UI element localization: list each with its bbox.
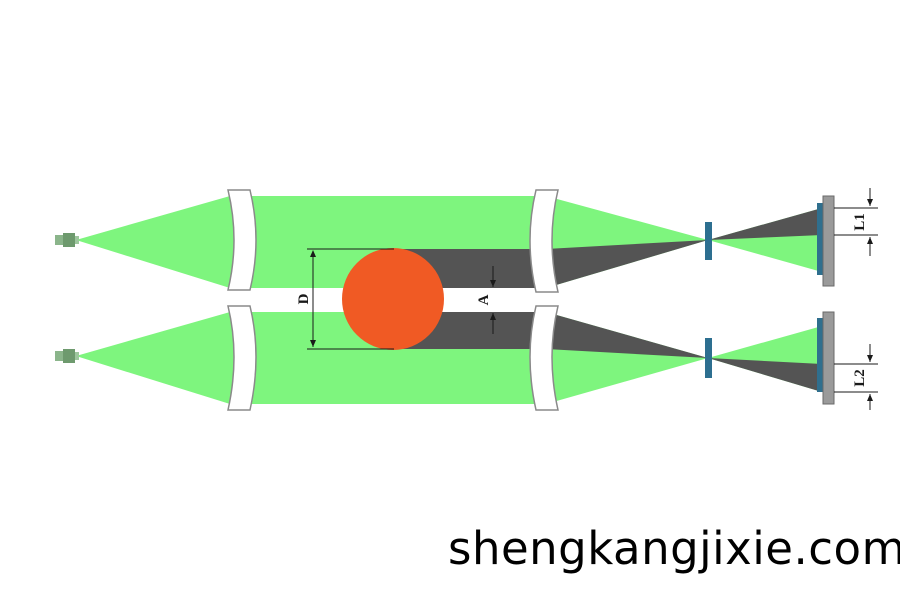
filter-icon	[705, 222, 712, 260]
top-diverging-beam	[76, 196, 230, 288]
dimension-label-l1: L1	[852, 213, 868, 231]
bottom-shadow-converging	[546, 312, 708, 358]
dimension-l1: L1	[834, 188, 878, 256]
top-shadow-post-filter	[708, 208, 822, 240]
watermark-text: shengkangjixie.com	[448, 522, 900, 575]
dimension-label-a: A	[476, 294, 492, 305]
filter-icon	[705, 338, 712, 378]
bottom-channel	[55, 305, 835, 411]
dimension-a: A	[476, 266, 496, 334]
lens-icon	[227, 305, 257, 411]
top-channel	[55, 189, 835, 293]
light-source-icon	[55, 233, 79, 247]
lens-icon	[529, 305, 559, 411]
bottom-shadow-post-filter	[708, 358, 822, 392]
dimension-label-l2: L2	[852, 369, 868, 387]
lens-icon	[529, 189, 559, 293]
top-shadow-converging	[546, 240, 708, 288]
dimension-label-d: D	[296, 293, 312, 304]
sphere-object	[342, 248, 444, 350]
dimension-d: D	[296, 248, 394, 350]
dimension-l2: L2	[834, 344, 878, 410]
bottom-diverging-beam	[76, 312, 230, 404]
light-source-icon	[55, 349, 79, 363]
sensor-icon	[817, 311, 835, 405]
sensor-icon	[817, 195, 835, 287]
lens-icon	[227, 189, 257, 291]
